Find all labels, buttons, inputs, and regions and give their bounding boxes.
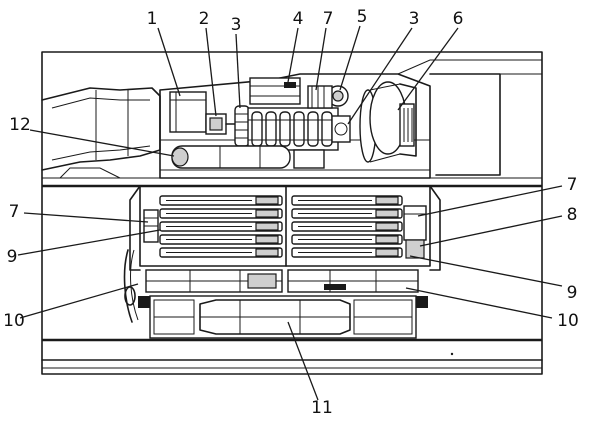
speck xyxy=(450,352,454,356)
ammo-rack-cap xyxy=(255,222,279,231)
engine-cylinder xyxy=(307,111,319,147)
component-1-box xyxy=(169,91,207,133)
callout-2: 2 xyxy=(199,9,210,29)
engine-block xyxy=(247,107,339,151)
callout-6: 6 xyxy=(453,9,464,29)
callout-8: 8 xyxy=(567,205,578,225)
component-12-tank xyxy=(171,145,325,169)
engine-cylinder xyxy=(251,111,263,147)
ammo-rack-cap xyxy=(255,235,279,244)
ammo-rack-cap xyxy=(255,209,279,218)
gun-barrel xyxy=(41,87,161,179)
callout-5: 5 xyxy=(357,7,368,27)
component-7-right-unit xyxy=(403,205,427,241)
component-3-filter-right xyxy=(331,115,351,143)
engine-cylinder xyxy=(279,111,291,147)
callout-7-top: 7 xyxy=(323,9,334,29)
ammo-rack-cap xyxy=(375,222,399,231)
ammo-rack-cap xyxy=(375,248,399,257)
callout-9-left: 9 xyxy=(7,247,18,267)
component-7-left-unit xyxy=(143,209,159,243)
callout-7-left: 7 xyxy=(9,202,20,222)
hull-outline xyxy=(41,51,543,375)
component-11-tray xyxy=(138,295,428,339)
leader-lines xyxy=(17,25,563,401)
callout-11: 11 xyxy=(311,398,333,418)
ammo-rack-cap xyxy=(255,248,279,257)
component-8-unit xyxy=(405,239,425,259)
left-suspension xyxy=(123,249,139,323)
ammo-rack-cap xyxy=(255,196,279,205)
ammo-rack-cap xyxy=(375,209,399,218)
callout-1: 1 xyxy=(147,9,158,29)
engine-cylinder xyxy=(293,111,305,147)
ammo-rack-cap xyxy=(375,235,399,244)
callout-3-left: 3 xyxy=(231,15,242,35)
ammo-compartment xyxy=(129,185,441,271)
callout-4: 4 xyxy=(293,9,304,29)
engine-cylinder xyxy=(265,111,277,147)
component-3-filter-left xyxy=(234,105,250,147)
callout-12: 12 xyxy=(9,115,31,135)
callout-7-right: 7 xyxy=(567,175,578,195)
component-6-radiator xyxy=(359,81,417,163)
component-5-pump xyxy=(307,85,349,109)
component-4-box xyxy=(249,77,301,105)
callouts: 1 2 3 4 7 5 3 6 12 7 7 8 9 9 10 10 11 xyxy=(3,7,579,418)
engine-cylinder xyxy=(321,111,333,147)
ammo-rack-cap xyxy=(375,196,399,205)
callout-10-right: 10 xyxy=(557,311,579,331)
component-2-motor xyxy=(205,113,239,135)
callout-9-right: 9 xyxy=(567,283,578,303)
callout-10-left: 10 xyxy=(3,311,25,331)
callout-3-right: 3 xyxy=(409,9,420,29)
component-10-row xyxy=(145,269,419,293)
